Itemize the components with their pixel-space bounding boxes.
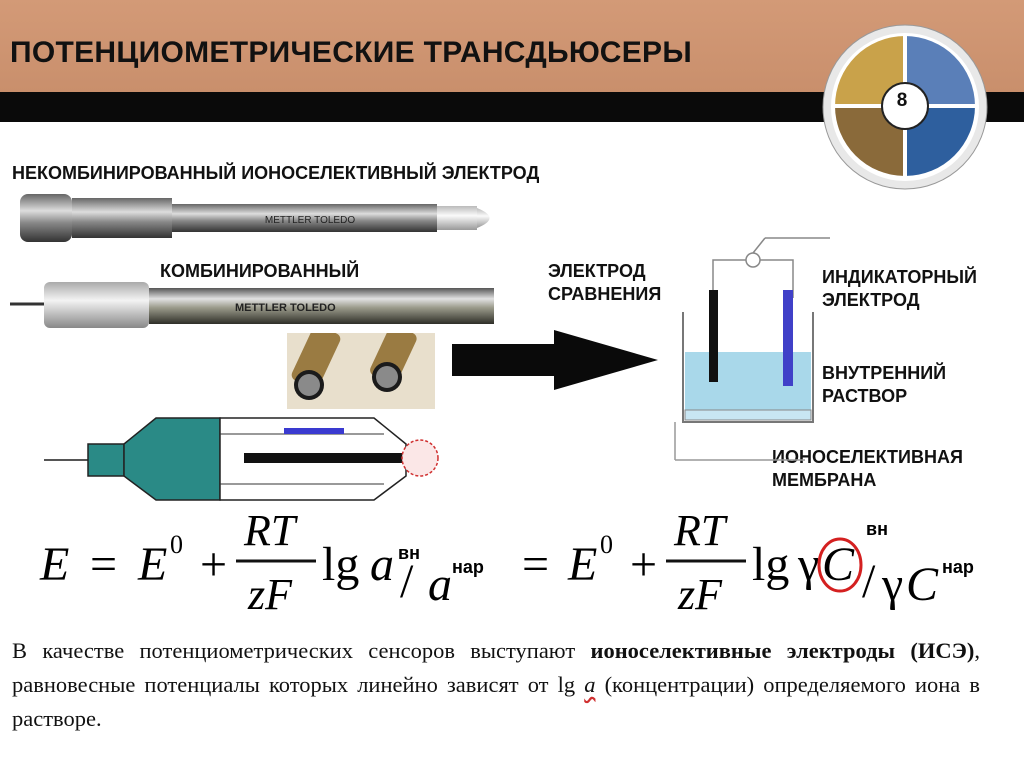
formula-eq2: = (522, 538, 549, 591)
formula-sup-out2: нар (942, 557, 974, 577)
reference-label-line1: ЭЛЕКТРОД (548, 261, 646, 281)
formula-zF: zF (247, 570, 293, 619)
uncombined-brand-text: METTLER TOLEDO (265, 215, 355, 226)
indicator-label-line2: ЭЛЕКТРОД (822, 290, 920, 310)
formula-C-in: C (822, 538, 855, 591)
combined-electrode-label: КОМБИНИРОВАННЫЙ (160, 261, 360, 281)
indicator-label-line1: ИНДИКАТОРНЫЙ (822, 267, 977, 287)
formula-E0: E (137, 538, 167, 591)
description-paragraph: В качестве потенциометрических сенсоров … (12, 634, 980, 736)
page-number: 8 (896, 90, 908, 111)
body-text-1: В качестве потенциометрических сенсоров … (12, 638, 576, 663)
formula-gamma-out: γ (881, 558, 903, 611)
body-lg: lg (557, 672, 576, 697)
inner-label-line2: РАСТВОР (822, 386, 908, 406)
slide-title: ПОТЕНЦИОМЕТРИЧЕСКИЕ ТРАНСДЬЮСЕРЫ (10, 36, 693, 69)
electrode-cross-section (44, 417, 439, 501)
formula-gamma-in: γ (797, 538, 819, 591)
formula-RT: RT (243, 506, 299, 555)
formula-E0b-sup: 0 (600, 530, 613, 559)
formula-plus2: + (630, 538, 657, 591)
nernst-formula: E = E 0 + RT zF lg a вн / a нар = E 0 + … (39, 506, 974, 619)
uncombined-electrode-label: НЕКОМБИНИРОВАННЫЙ ИОНОСЕЛЕКТИВНЫЙ ЭЛЕКТР… (12, 163, 540, 183)
formula-sup-out: нар (452, 557, 484, 577)
formula-E: E (39, 538, 69, 591)
formula-a-out: a (428, 558, 452, 611)
formula-C-out: C (906, 558, 939, 611)
uncombined-electrode-image: METTLER TOLEDO (20, 194, 490, 242)
formula-slash2: / (862, 555, 876, 608)
reference-label-line2: СРАВНЕНИЯ (548, 284, 662, 304)
formula-plus1: + (200, 538, 227, 591)
membrane-label: ИОНОСЕЛЕКТИВНАЯ МЕМБРАНА (772, 446, 963, 492)
body-a: a (584, 672, 596, 697)
arrow-right-icon (452, 330, 658, 390)
body-text-3: (концентрации) определяемого иона в раст… (12, 672, 981, 731)
inner-solution-label: ВНУТРЕННИЙ РАСТВОР (822, 362, 946, 408)
formula-eq1: = (90, 538, 117, 591)
combined-electrode-image: METTLER TOLEDO (10, 282, 494, 328)
indicator-electrode-label: ИНДИКАТОРНЫЙ ЭЛЕКТРОД (822, 266, 977, 312)
membrane-label-line2: МЕМБРАНА (772, 470, 877, 490)
membrane-label-line1: ИОНОСЕЛЕКТИВНАЯ (772, 447, 963, 467)
formula-lg: lg (322, 538, 359, 591)
formula-sup-in2: вн (866, 519, 888, 539)
formula-slash: / (400, 555, 414, 608)
highlight-circle (817, 537, 863, 593)
page-badge-icon (822, 24, 988, 190)
combined-brand-text: METTLER TOLEDO (235, 302, 336, 314)
inner-label-line1: ВНУТРЕННИЙ (822, 363, 947, 383)
formula-E0-sup: 0 (170, 530, 183, 559)
formula-zF2: zF (677, 570, 723, 619)
formula-E0b: E (567, 538, 597, 591)
body-bold-term: ионоселективные электроды (ИСЭ) (590, 638, 975, 663)
formula-a-in: a (370, 538, 394, 591)
cell-schematic (674, 237, 830, 461)
electrode-tips-image (287, 333, 435, 409)
formula-sup-in: вн (398, 543, 420, 563)
formula-lg2: lg (752, 538, 789, 591)
formula-RT2: RT (673, 506, 729, 555)
body-text-2: , равновесные потенциалы которых линейно… (12, 638, 980, 697)
reference-electrode-label: ЭЛЕКТРОД СРАВНЕНИЯ (548, 260, 661, 306)
